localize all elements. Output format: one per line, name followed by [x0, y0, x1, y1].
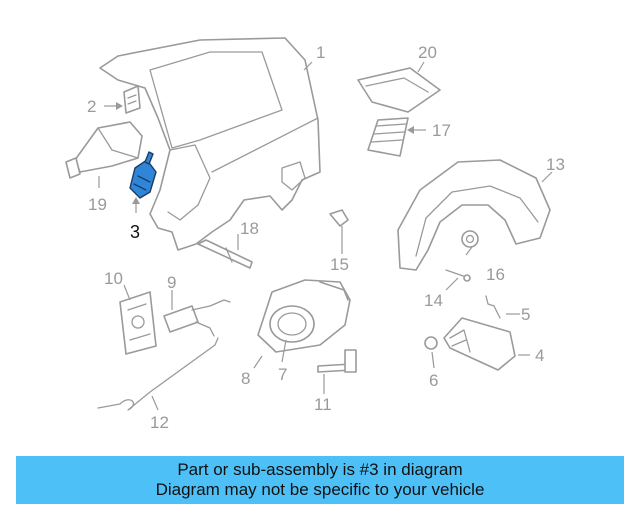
- callout-9: 9: [167, 273, 176, 292]
- callout-20: 20: [418, 43, 437, 62]
- callout-17: 17: [432, 121, 451, 140]
- cover-pad-part-20: [357, 67, 441, 113]
- callout-4: 4: [535, 346, 544, 365]
- callout-7: 7: [278, 365, 287, 384]
- parts-diagram: 1 2 3 4 5 6 7 8 9 10 11 12 13 14 15 16 1…: [65, 37, 565, 432]
- info-banner: Part or sub-assembly is #3 in diagram Di…: [16, 456, 624, 504]
- callout-19: 19: [88, 195, 107, 214]
- banner-line-1: Part or sub-assembly is #3 in diagram: [177, 460, 463, 479]
- grille-part-17: [367, 117, 409, 157]
- callout-3: 3: [130, 222, 140, 242]
- clip-part-16: [461, 230, 479, 248]
- screw-part-14: [445, 269, 471, 282]
- leader-lines: [98, 61, 553, 411]
- callout-13: 13: [546, 155, 565, 174]
- grommet-part-6: [424, 336, 438, 350]
- callout-18: 18: [240, 219, 259, 238]
- actuator-part-3: [129, 151, 157, 199]
- callout-11: 11: [314, 395, 332, 414]
- fuel-door-part-4: [443, 317, 516, 371]
- callout-8: 8: [241, 369, 250, 388]
- callout-15: 15: [330, 255, 349, 274]
- bracket-part-2: [123, 85, 141, 114]
- banner-line-2: Diagram may not be specific to your vehi…: [155, 480, 485, 499]
- release-cable-part-12: [97, 337, 219, 411]
- pin-part-11: [317, 349, 357, 373]
- bracket-part-18: [197, 239, 253, 269]
- callout-12: 12: [150, 413, 169, 432]
- quarter-panel-part-1: [99, 37, 321, 251]
- callout-labels: 1 2 3 4 5 6 7 8 9 10 11 12 13 14 15 16 1…: [87, 43, 565, 432]
- callout-6: 6: [429, 371, 438, 390]
- callout-14: 14: [424, 291, 443, 310]
- callout-10: 10: [104, 269, 123, 288]
- callout-16: 16: [486, 265, 505, 284]
- fastener-part-15: [329, 209, 349, 227]
- cable-part-5: [485, 295, 501, 319]
- module-part-9: [163, 299, 231, 337]
- filler-seal-part-7: [269, 305, 315, 343]
- callout-5: 5: [521, 305, 530, 324]
- callout-2: 2: [87, 97, 96, 116]
- callout-1: 1: [316, 43, 325, 62]
- wheel-liner-part-13: [397, 159, 551, 271]
- mounting-plate-part-10: [119, 291, 157, 355]
- filler-housing-part-19: [65, 121, 143, 179]
